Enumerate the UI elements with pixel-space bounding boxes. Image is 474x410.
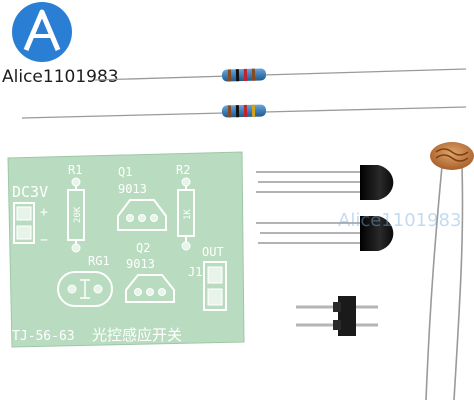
pcb-board: DC3V + − R1 20K Q1 9013 R2 1K Q2 9013 <box>7 151 245 348</box>
photoresistor <box>425 142 474 401</box>
pcb-q2-label: Q2 <box>136 241 150 255</box>
transistor-1 <box>256 165 394 200</box>
resistor-bottom <box>21 104 467 119</box>
pcb-r1-value: 20K <box>73 206 83 223</box>
watermark-center-text: Alice1101983 <box>338 210 461 231</box>
pcb-footer-title: 光控感应开关 <box>92 326 182 344</box>
pcb-rg1-label: RG1 <box>88 254 110 268</box>
pcb-q2-part: 9013 <box>126 257 155 271</box>
pcb-footer-code: TJ-56-63 <box>12 329 75 344</box>
watermark-logo: Alice1101983 <box>2 2 119 87</box>
pcb-q1-part: 9013 <box>118 182 147 196</box>
watermark-brand-text: Alice1101983 <box>2 67 119 87</box>
pcb-r2-value: 1K <box>183 209 193 220</box>
resistor-top <box>94 68 467 82</box>
pcb-plus-label: + <box>40 205 48 220</box>
pcb-out-label: OUT <box>202 245 224 259</box>
pcb-power-label: DC3V <box>12 183 48 201</box>
pcb-r1-label: R1 <box>68 163 82 177</box>
pin-header <box>296 296 378 336</box>
pcb-minus-label: − <box>40 233 48 248</box>
pcb-r2-label: R2 <box>176 163 190 177</box>
pcb-j1-label: J1 <box>188 265 202 279</box>
transistor-2 <box>256 216 394 251</box>
pcb-q1-label: Q1 <box>118 165 132 179</box>
